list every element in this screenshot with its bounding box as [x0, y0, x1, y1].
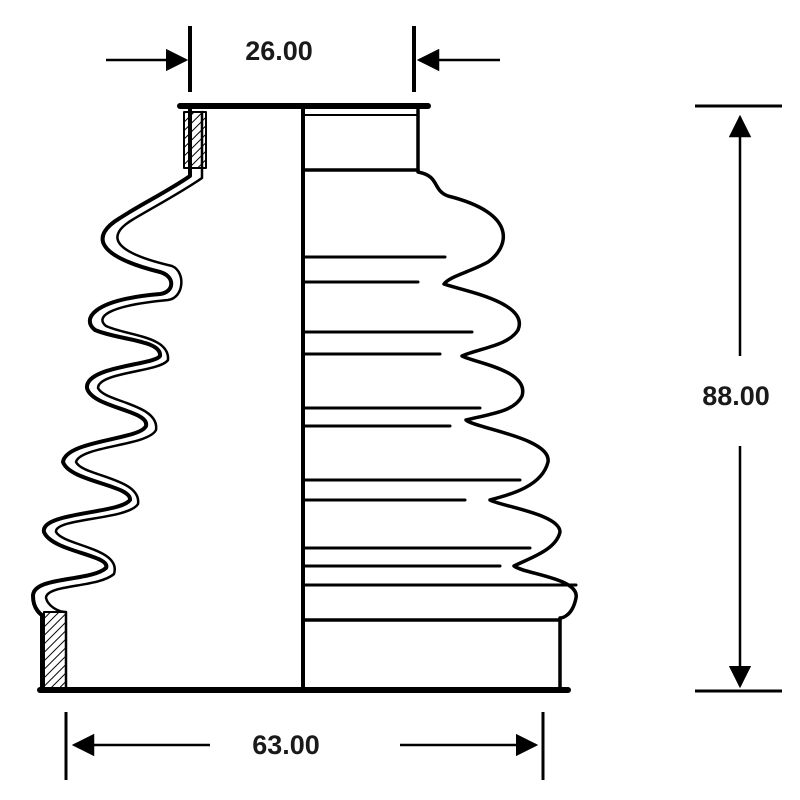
height-dimension: 88.00	[695, 104, 782, 693]
top-width-dimension: 26.00	[106, 26, 500, 92]
bottom-width-label: 63.00	[252, 730, 320, 760]
boot-right-outline	[416, 108, 578, 692]
right-convolution-lines	[301, 255, 532, 568]
bottom-width-dimension: 63.00	[64, 712, 545, 780]
top-width-label: 26.00	[245, 36, 313, 66]
top-collar-hatch	[183, 111, 207, 169]
boot-left-inner-profile	[44, 110, 204, 690]
bottom-collar-hatch	[43, 611, 67, 689]
boot-body	[31, 103, 578, 693]
height-label: 88.00	[702, 381, 770, 411]
boot-left-outer-profile	[31, 106, 192, 690]
